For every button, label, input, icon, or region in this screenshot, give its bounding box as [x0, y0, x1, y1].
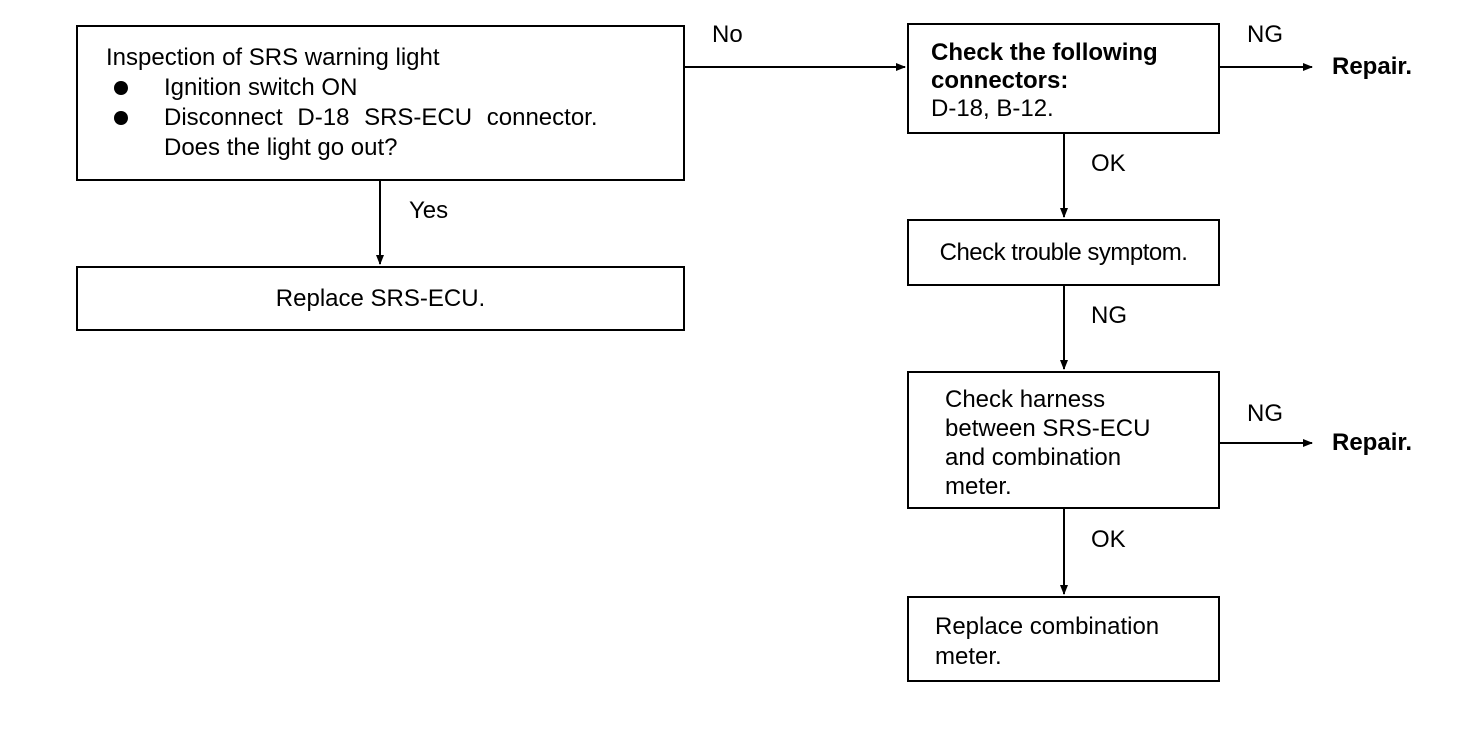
replace-ecu-text: Replace SRS-ECU.: [275, 284, 486, 312]
bullet-icon: [114, 111, 128, 125]
repair-outcome-2: Repair.: [1332, 429, 1413, 456]
connectors-line-3: D-18, B-12.: [931, 95, 1054, 122]
harness-line-3: and combination: [945, 444, 1122, 471]
harness-box: Check harness between SRS-ECU and combin…: [907, 371, 1220, 509]
replace-ecu-box: Replace SRS-ECU.: [76, 266, 685, 331]
bullet-text: Ignition switch ON: [164, 74, 358, 101]
symptom-box: Check trouble symptom.: [907, 219, 1220, 286]
label-ng-symptom: NG: [1091, 302, 1127, 329]
inspection-box: Inspection of SRS warning light Ignition…: [76, 25, 685, 181]
repair-outcome-1: Repair.: [1332, 53, 1413, 80]
inspection-bullet-1: Ignition switch ON: [106, 73, 683, 103]
replace-meter-line-1: Replace combination: [935, 613, 1160, 640]
connectors-line-1: Check the following: [931, 39, 1158, 66]
inspection-title: Inspection of SRS warning light: [106, 44, 440, 71]
label-ng-connectors: NG: [1247, 21, 1283, 48]
connectors-line-2: connectors:: [931, 67, 1069, 94]
replace-meter-line-2: meter.: [935, 643, 1002, 670]
replace-meter-box: Replace combination meter.: [907, 596, 1220, 682]
label-yes: Yes: [409, 197, 449, 224]
label-ok-connectors: OK: [1091, 150, 1126, 177]
label-ng-harness: NG: [1247, 400, 1283, 427]
connectors-box: Check the following connectors: D-18, B-…: [907, 23, 1220, 134]
bullet-icon: [114, 81, 128, 95]
inspection-bullet-2: Disconnect D-18 SRS-ECU connector.: [106, 103, 683, 133]
harness-line-1: Check harness: [945, 386, 1106, 413]
bullet-text: Disconnect D-18 SRS-ECU connector.: [164, 104, 598, 131]
inspection-question: Does the light go out?: [164, 134, 398, 161]
symptom-text: Check trouble symptom.: [939, 238, 1188, 266]
label-ok-harness: OK: [1091, 526, 1126, 553]
label-no: No: [712, 21, 743, 48]
harness-line-2: between SRS-ECU: [945, 415, 1151, 442]
harness-line-4: meter.: [945, 473, 1012, 500]
